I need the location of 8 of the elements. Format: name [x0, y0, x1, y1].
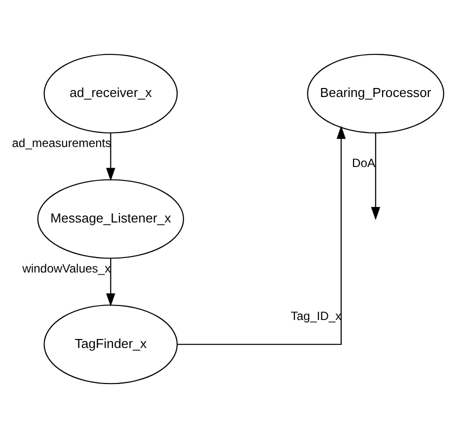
arrow: [106, 258, 116, 306]
arrow: [371, 132, 380, 220]
node-ellipse: TagFinder_x: [44, 304, 178, 384]
node-ellipse: ad_receiver_x: [44, 54, 178, 134]
arrow: [106, 132, 116, 182]
node-ellipse: Bearing_Processor: [307, 54, 444, 134]
arrow: [177, 126, 346, 345]
node-ellipse: Message_Listener_x: [37, 179, 184, 259]
